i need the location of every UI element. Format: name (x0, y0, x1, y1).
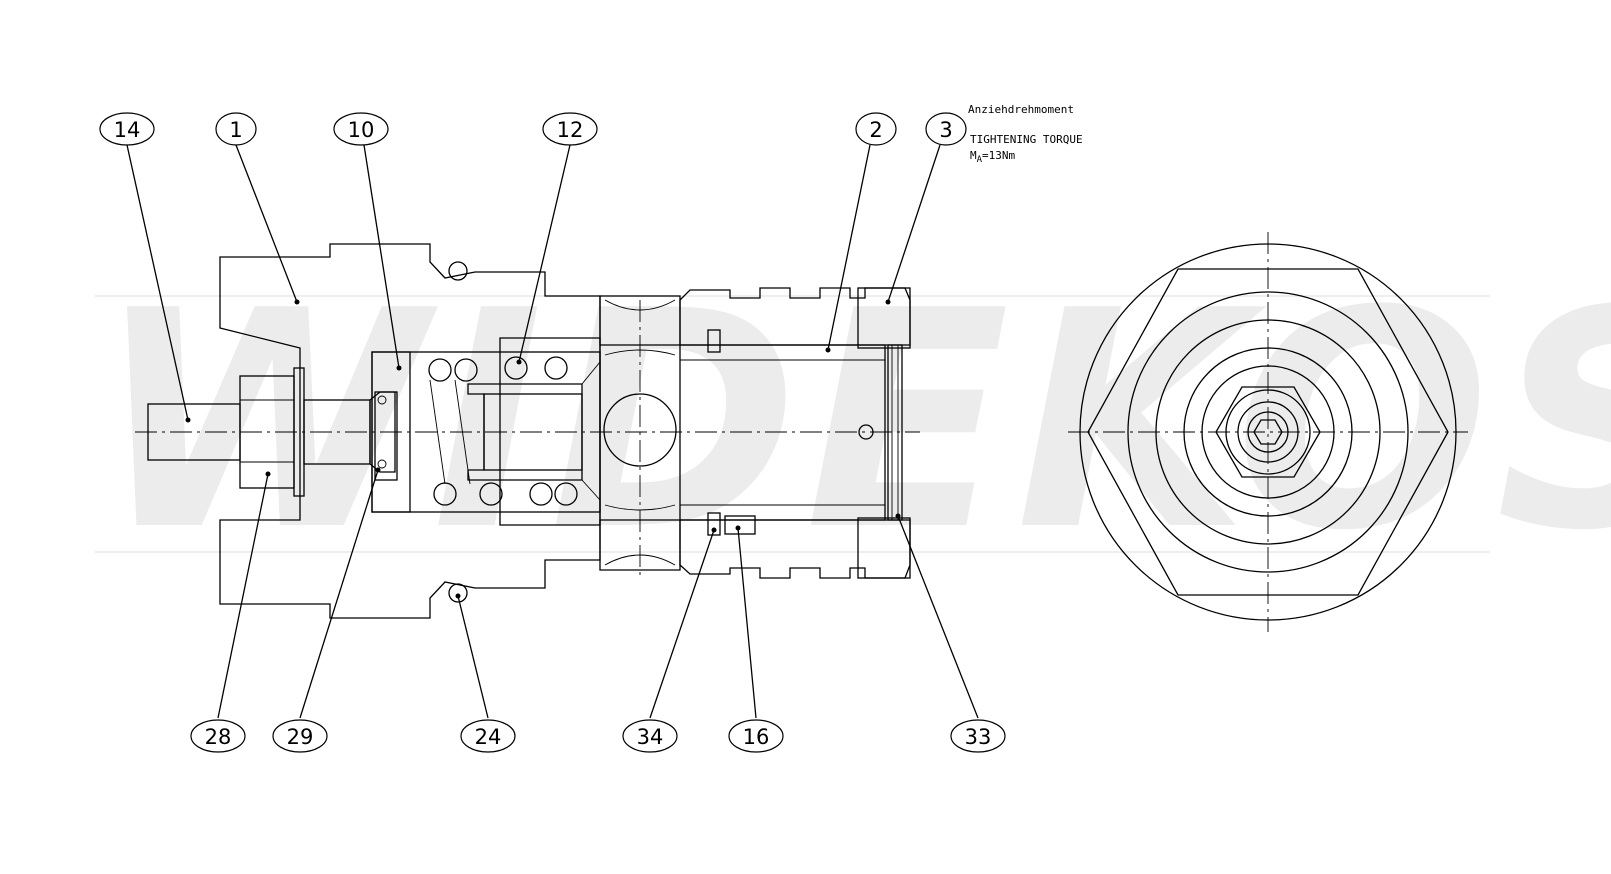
balloon-1: 1 (215, 112, 257, 146)
balloon-label-29: 29 (287, 725, 314, 749)
sleeve-bore (679, 344, 886, 521)
note-line-3: MA=13Nm (970, 149, 1016, 165)
spring (428, 356, 578, 506)
nut-part-3-upper (857, 287, 911, 349)
balloon-label-24: 24 (475, 725, 502, 749)
balloon-label-1: 1 (229, 118, 242, 142)
balloon-label-28: 28 (205, 725, 232, 749)
balloon-label-34: 34 (637, 725, 664, 749)
end-view (1068, 232, 1468, 632)
piston-part-10 (371, 351, 411, 513)
oring-29-upper (377, 395, 387, 405)
balloon-29: 29 (272, 719, 328, 753)
balloon-24: 24 (460, 719, 516, 753)
body-part-1 (219, 243, 601, 619)
oring-24-lower (448, 583, 468, 603)
valve-ball (603, 393, 677, 467)
balloon-10: 10 (333, 112, 389, 146)
balloons: 14 1 10 12 2 3 28 29 (99, 112, 1006, 753)
balloon-12: 12 (542, 112, 598, 146)
oring-29-lower (377, 459, 387, 469)
front-lower-shell (599, 519, 681, 571)
balloon-label-10: 10 (348, 118, 375, 142)
balloon-label-2: 2 (869, 118, 882, 142)
balloon-2: 2 (855, 112, 897, 146)
torque-note: Anziehdrehmoment TIGHTENING TORQUE MA=13… (968, 103, 1083, 165)
balloon-16: 16 (728, 719, 784, 753)
balloon-label-3: 3 (939, 118, 952, 142)
balloon-label-16: 16 (743, 725, 770, 749)
balloon-3: 3 (925, 112, 967, 146)
balloon-14: 14 (99, 112, 155, 146)
watermark-text: WIDEKOS (95, 247, 1611, 596)
balloon-label-12: 12 (557, 118, 584, 142)
oring-24-upper (448, 261, 468, 281)
balloon-34: 34 (622, 719, 678, 753)
balloon-label-33: 33 (965, 725, 992, 749)
seal-34-upper (707, 329, 721, 353)
balloon-33: 33 (950, 719, 1006, 753)
balloon-label-14: 14 (114, 118, 141, 142)
balloon-28: 28 (190, 719, 246, 753)
note-line-2: TIGHTENING TORQUE (970, 133, 1083, 146)
seal-34-lower (707, 512, 721, 536)
leader-lines (126, 144, 979, 719)
ring-16 (724, 515, 756, 535)
note-line-1: Anziehdrehmoment (968, 103, 1074, 116)
